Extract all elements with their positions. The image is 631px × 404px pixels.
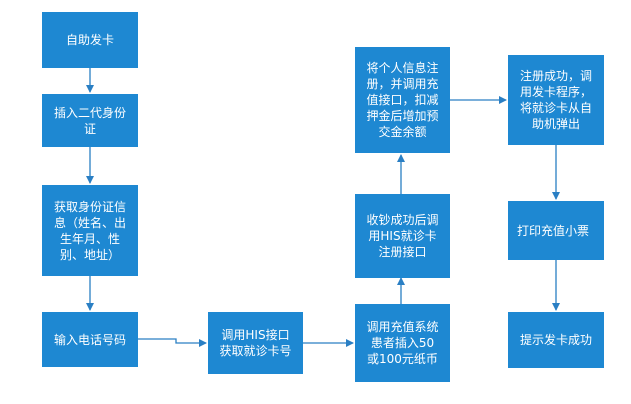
node-insert-id-card: 插入二代身份 证	[42, 94, 138, 147]
node-self-service-card-issue: 自助发卡	[42, 12, 138, 68]
node-issue-success: 提示发卡成功	[508, 312, 604, 368]
node-his-register-card: 收钞成功后调 用HIS就诊卡 注册接口	[355, 194, 450, 278]
node-eject-card: 注册成功，调 用发卡程序， 将就诊卡从自 助机弹出	[508, 55, 604, 145]
node-print-receipt: 打印充值小票	[508, 201, 604, 260]
node-his-get-card-number: 调用HIS接口 获取就诊卡号	[208, 312, 303, 374]
node-read-id-info: 获取身份证信 息（姓名、出 生年月、性 别、地址）	[42, 185, 138, 276]
node-recharge-insert-cash: 调用充值系统 患者插入50 或100元纸币	[355, 304, 450, 382]
node-enter-phone: 输入电话号码	[42, 312, 138, 367]
node-register-and-recharge: 将个人信息注 册，并调用充 值接口，扣减 押金后增加预 交金余额	[355, 47, 450, 153]
arrow-n4-n5	[138, 338, 207, 347]
